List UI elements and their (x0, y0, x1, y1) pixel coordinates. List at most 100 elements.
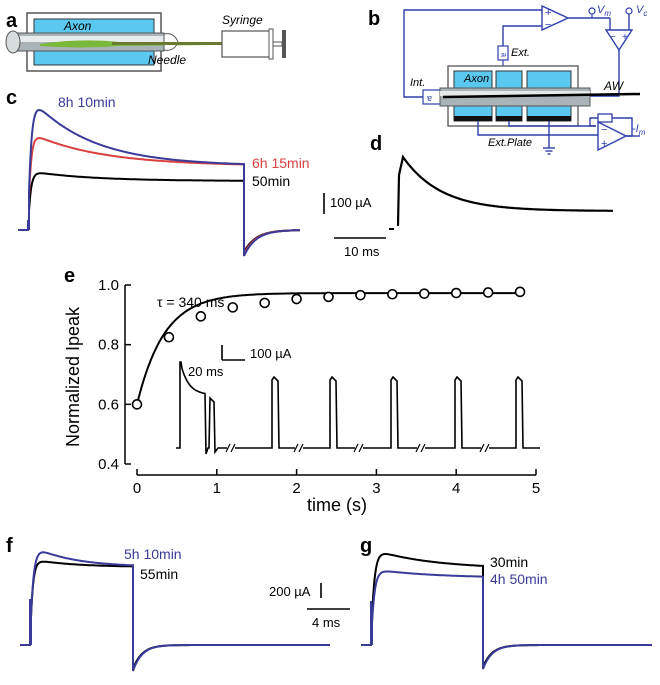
iamp-plus: + (601, 138, 607, 150)
vm-label-sub: m (604, 9, 611, 18)
syringe-thumb (282, 30, 286, 58)
axon-label-b: Axon (463, 73, 489, 85)
y-tick-label: 0.6 (98, 396, 119, 413)
syringe-label: Syringe (222, 13, 263, 27)
pulse-train (176, 361, 540, 455)
vc-label: Vc (636, 4, 647, 18)
cmd-out-wire (590, 50, 620, 97)
ext-electrode-glyph: ɐ (499, 52, 508, 57)
axis-break (420, 443, 426, 453)
panel-f-letter: f (6, 535, 13, 557)
im-label-sub: m (639, 128, 646, 137)
data-point (514, 286, 526, 298)
fb-in (589, 117, 598, 127)
axis-break (298, 443, 304, 453)
data-point (131, 399, 143, 410)
axial-wire (442, 92, 641, 99)
plate-right (527, 116, 571, 121)
panel-c-letter: c (6, 87, 17, 109)
vamp-plus: + (545, 7, 551, 19)
y-axis-title: Normalized Ipeak (63, 306, 83, 447)
trace-4h50min (361, 570, 652, 670)
panel-d: d (370, 133, 613, 230)
data-point (163, 331, 175, 343)
x-tick-label: 5 (532, 480, 540, 497)
label-8h10min: 8h 10min (58, 94, 116, 110)
pulse-trace (176, 361, 540, 455)
vc-label-sub: c (643, 9, 647, 18)
plate-left (454, 116, 492, 121)
plate-wire-center (508, 121, 596, 127)
scale-e-x-label: 20 ms (188, 364, 224, 379)
label-30min: 30min (490, 554, 528, 570)
scale-c-y-label: 100 µA (330, 195, 372, 210)
syringe-flange (268, 28, 274, 60)
x-axis-title: time (s) (307, 495, 367, 515)
vc-label-v: V (636, 4, 645, 16)
scale-f-y-label: 200 µA (269, 584, 311, 599)
im-label-i: -I (632, 123, 639, 135)
cmd-plus: + (622, 32, 628, 43)
scale-f-x-label: 4 ms (312, 615, 341, 630)
im-label: -Im (632, 123, 646, 137)
vm-terminal (588, 7, 596, 15)
panel-e-letter: e (64, 265, 75, 287)
data-point (482, 287, 494, 298)
cmd-minus: − (610, 32, 616, 43)
axis-break (479, 443, 485, 453)
x-tick-label: 1 (213, 480, 221, 497)
x-tick-label: 3 (372, 480, 380, 497)
axon-label: Axon (63, 19, 92, 33)
data-point (195, 311, 207, 322)
axis-break (353, 443, 359, 453)
plate-center (496, 116, 522, 121)
axis-break (358, 443, 364, 453)
label-55min: 55min (140, 566, 178, 582)
int-electrode-glyph: ɐ (427, 93, 432, 103)
trace-8h10min (18, 108, 301, 257)
axis-break (484, 443, 490, 453)
label-6h15min: 6h 15min (252, 155, 310, 171)
ext-plate-label: Ext.Plate (488, 137, 532, 149)
data-point (291, 293, 302, 305)
label-4h50min: 4h 50min (490, 571, 548, 587)
panel-b-letter: b (368, 8, 380, 30)
data-point (227, 302, 239, 313)
ext-label: Ext. (511, 47, 530, 59)
axis-break (415, 443, 421, 453)
scale-e-y-label: 100 µA (250, 346, 292, 361)
syringe-barrel (221, 30, 273, 58)
vc-terminal (625, 7, 633, 15)
x-tick-label: 4 (452, 480, 460, 497)
tau-label: τ = 340 ms (157, 294, 224, 310)
panel-g: g 30min 4h 50min (360, 535, 652, 670)
y-tick-label: 0.8 (98, 337, 119, 354)
panel-b: b + − Vm Vc − + ɐ Ext. ɐ Int. (368, 4, 647, 155)
panel-a: a Axon Syringe Needle (5, 10, 286, 72)
axis-break (293, 443, 299, 453)
axis-break (230, 443, 236, 453)
panel-a-letter: a (6, 10, 18, 32)
data-point (323, 291, 334, 303)
trace-d (396, 154, 613, 227)
trace-5h10min (20, 551, 330, 672)
voltage-amp (541, 4, 570, 32)
plate-wire-left (477, 121, 598, 136)
iamp-minus: − (601, 124, 607, 136)
data-point (450, 287, 462, 299)
scale-c-x-label: 10 ms (344, 244, 380, 259)
fb-resistor (597, 113, 613, 123)
panel-f: f 5h 10min 55min 200 µA 4 ms (6, 535, 350, 672)
command-amp (604, 29, 634, 52)
panel-d-letter: d (370, 133, 382, 155)
y-tick-label: 1.0 (98, 277, 119, 294)
y-tick-label: 0.4 (98, 456, 119, 473)
axon-sheen (440, 91, 590, 96)
ext-wire (502, 25, 542, 48)
label-5h10min: 5h 10min (124, 546, 182, 562)
label-50min: 50min (252, 173, 290, 189)
needle (112, 42, 224, 45)
